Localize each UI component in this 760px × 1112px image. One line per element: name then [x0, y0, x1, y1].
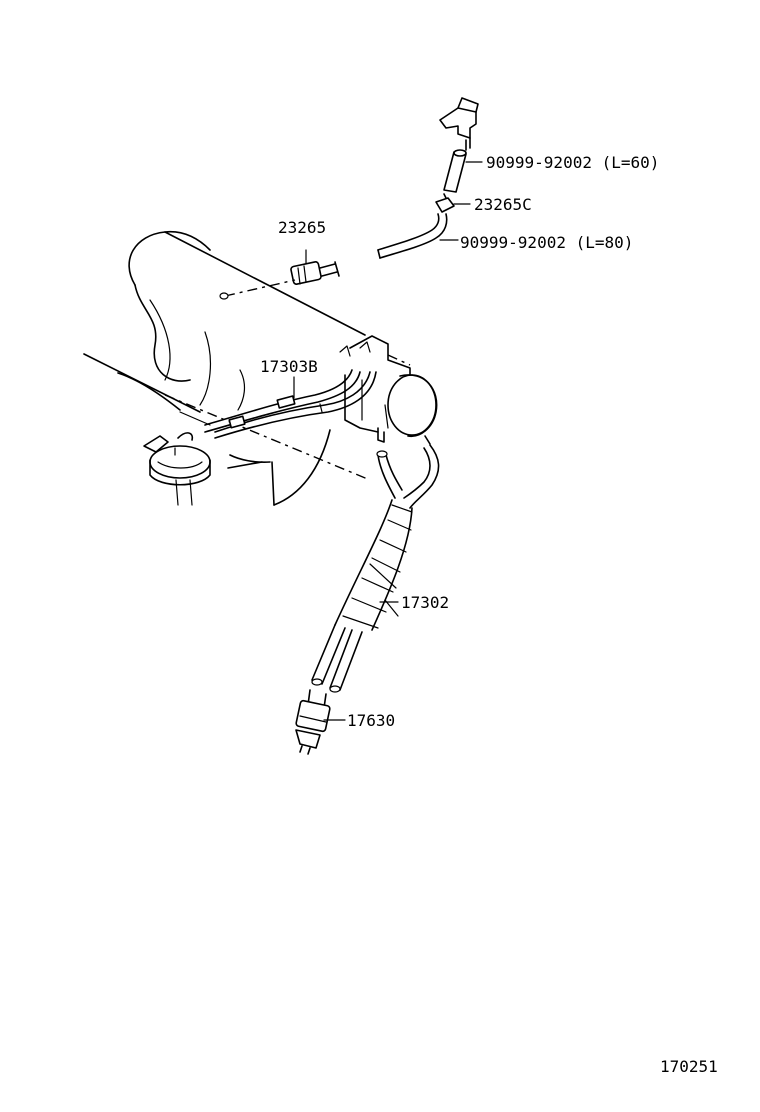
vsv-23265 [219, 249, 340, 300]
hose-l60 [443, 149, 483, 193]
hose-17303b [204, 369, 377, 439]
intake-manifold [83, 230, 371, 506]
sensor-bracket [439, 97, 479, 151]
vsv-23265c [435, 193, 471, 213]
label-hose-l80: 90999-92002 (L=80) [460, 233, 633, 252]
diagram-code: 170251 [660, 1057, 718, 1076]
label-vsv-23265: 23265 [278, 218, 326, 237]
label-hose-17303b: 17303B [260, 357, 318, 376]
switch-17630 [295, 689, 346, 755]
label-hose-l60: 90999-92002 (L=60) [486, 153, 659, 172]
label-hose-17302: 17302 [401, 593, 449, 612]
throttle-body [339, 335, 438, 445]
hose-17302 [311, 444, 440, 693]
hose-l80 [377, 213, 459, 259]
label-vsv-23265c: 23265C [474, 195, 532, 214]
distributor [143, 432, 211, 486]
label-switch-17630: 17630 [347, 711, 395, 730]
